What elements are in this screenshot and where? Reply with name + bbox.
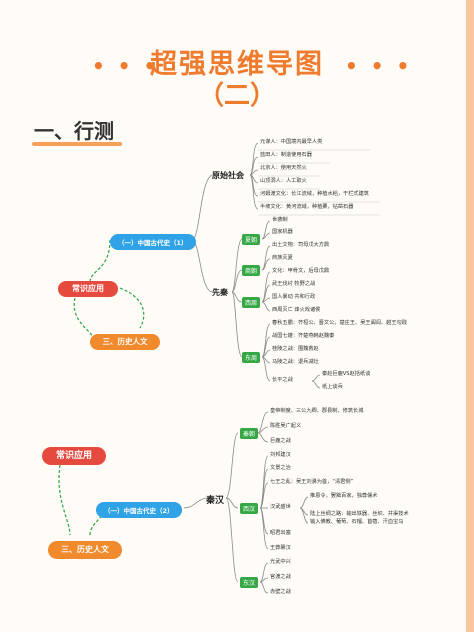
title-dots-right: • • • bbox=[345, 54, 413, 78]
leaf-whan-1: 文景之治 bbox=[270, 465, 291, 471]
leaf-whan-8: 王莽篡汉 bbox=[270, 545, 291, 551]
era-tag-eastern-zhou: 东周 bbox=[242, 352, 261, 363]
leaf-whan-6: 输入佛教、葡萄、石榴、苜蓿、汗血宝马 bbox=[310, 519, 404, 525]
branch-qin-han: 秦汉 bbox=[206, 496, 225, 506]
era-tag-qin: 秦朝 bbox=[240, 428, 259, 439]
page-subtitle: （二） bbox=[197, 81, 276, 111]
title-row: 超强思维导图 bbox=[0, 42, 474, 81]
leaf-wzhou-0: 文化：甲骨文，后母戊鼎 bbox=[272, 268, 330, 274]
leaf-hemudu: 河姆渡文化：长江流域，种植水稻，干栏式建筑 bbox=[260, 191, 369, 197]
map1-callout-history: 三、历史人文 bbox=[90, 334, 160, 350]
leaf-qin-1: 陈胜吴广起义 bbox=[270, 423, 302, 429]
leaf-whan-5: 陆上丝绸之路：输出铁器、丝织、井渠技术 bbox=[310, 511, 409, 517]
title-dots-left: • • • bbox=[92, 54, 160, 78]
leaf-qin-2: 巨鹿之战 bbox=[270, 438, 291, 444]
leaf-whan-2: 七王之乱：吴王刘濞为首，“清君侧” bbox=[270, 479, 354, 485]
leaf-ezhou-2: 桂陵之战：围魏救赵 bbox=[272, 346, 319, 352]
era-tag-xia: 夏朝 bbox=[242, 234, 261, 245]
section-underline bbox=[32, 142, 122, 146]
leaf-qin-0: 皇帝制度、三公九卿、郡县制、修筑长城 bbox=[270, 408, 364, 414]
era-tag-western-han: 西汉 bbox=[240, 503, 259, 514]
leaf-ehan-2: 赤壁之战 bbox=[270, 589, 291, 595]
right-border-stripe bbox=[466, 0, 474, 632]
leaf-ehan-0: 光武中兴 bbox=[270, 559, 291, 565]
leaf-ezhou-0: 春秋五霸：齐桓公、晋文公、楚庄王、吴王阖闾、越王勾践 bbox=[272, 320, 407, 326]
leaf-shandingdong: 山顶洞人：人工取火 bbox=[260, 178, 307, 184]
leaf-ezhou-5: 秦赵巨鹿VS赵括纸谈 bbox=[322, 371, 371, 377]
leaf-whan-0: 刘邦建汉 bbox=[270, 452, 291, 458]
leaf-ezhou-3: 马陵之战：退兵减灶 bbox=[272, 359, 319, 365]
era-tag-eastern-han: 东汉 bbox=[240, 577, 259, 588]
leaf-wzhou-2: 国人暴动 共和行政 bbox=[272, 294, 316, 300]
leaf-wzhou-1: 武王伐纣 牧野之战 bbox=[272, 281, 316, 287]
map1-callout-common-sense: 常识应用 bbox=[58, 281, 118, 297]
leaf-beijing: 北京人：使用天然火 bbox=[260, 165, 307, 171]
map2-root-node: （一）中国古代史（2） bbox=[96, 502, 182, 518]
leaf-banpo: 半坡文化：黄河流域，种植粟，钻凿石器 bbox=[260, 204, 354, 210]
leaf-whan-4: 汉武盛世 bbox=[270, 504, 291, 510]
leaf-ehan-1: 官渡之战 bbox=[270, 574, 291, 580]
leaf-whan-7: 昭君出塞 bbox=[270, 530, 291, 536]
section-heading: 一、行测 bbox=[34, 119, 114, 143]
map2-callout-history: 三、历史人文 bbox=[48, 541, 122, 559]
map2-callout-common-sense: 常识应用 bbox=[42, 447, 106, 465]
leaf-shang-1: 商族灭夏 bbox=[272, 255, 293, 261]
leaf-ezhou-6: 纸上谈兵 bbox=[322, 384, 343, 390]
leaf-yuanmou: 元谋人：中国境内最早人类 bbox=[260, 139, 323, 145]
leaf-whan-3: 推恩令，罢黜百家，独尊儒术 bbox=[310, 493, 378, 499]
leaf-shang-0: 出土文物：司母戊大方鼎 bbox=[272, 242, 330, 248]
leaf-lantian: 蓝田人：制造使用石器 bbox=[260, 152, 312, 158]
map1-root-node: （一）中国古代史（1） bbox=[110, 234, 196, 250]
era-tag-shang: 商朝 bbox=[242, 265, 261, 276]
leaf-xia-1: 国家机器 bbox=[272, 229, 293, 235]
era-tag-western-zhou: 西周 bbox=[242, 297, 261, 308]
leaf-wzhou-3: 西周灭亡 烽火戏诸侯 bbox=[272, 307, 321, 313]
branch-pre-qin: 先秦 bbox=[212, 288, 228, 297]
leaf-xia-0: 世袭制 bbox=[272, 217, 288, 223]
page-title: 超强思维导图 bbox=[150, 49, 324, 80]
branch-primitive-society: 原始社会 bbox=[212, 171, 244, 180]
leaf-ezhou-4: 长平之战 bbox=[272, 377, 293, 383]
leaf-ezhou-1: 战国七雄：齐楚燕韩赵魏秦 bbox=[272, 333, 335, 339]
